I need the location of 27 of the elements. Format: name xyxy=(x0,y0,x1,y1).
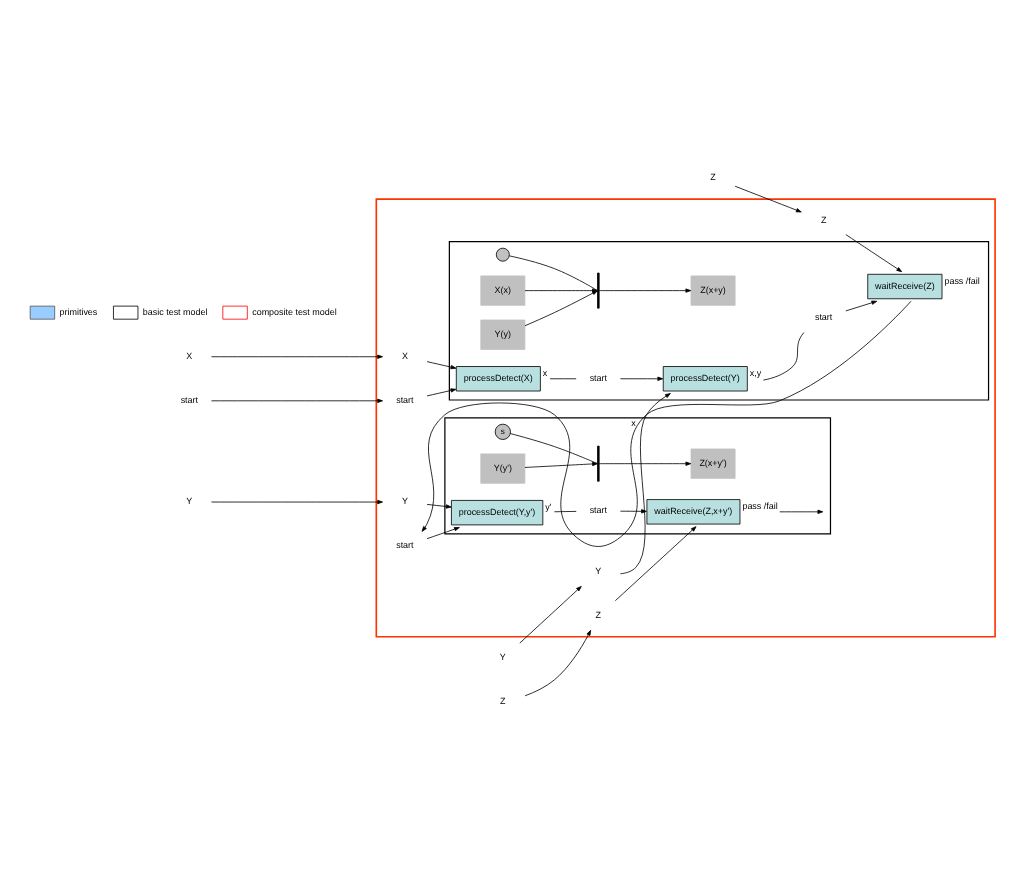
arrow xyxy=(421,300,912,547)
node-circle xyxy=(495,247,510,262)
connector xyxy=(762,332,805,381)
arrow xyxy=(519,586,582,644)
arrow xyxy=(211,499,383,505)
arrow xyxy=(620,509,647,514)
connector xyxy=(509,433,598,465)
arrow xyxy=(211,354,383,359)
arrow xyxy=(734,185,802,213)
arrow xyxy=(845,300,878,312)
arrow xyxy=(426,388,457,397)
arrow xyxy=(620,376,664,381)
arrow xyxy=(524,629,592,697)
arrow xyxy=(524,461,598,468)
connector xyxy=(554,510,577,513)
arrow xyxy=(598,461,692,466)
arrow xyxy=(598,288,692,293)
arrow xyxy=(845,234,903,273)
arrow xyxy=(426,361,457,370)
arrow xyxy=(426,504,452,509)
arrow xyxy=(620,393,671,575)
arrow xyxy=(779,509,824,514)
arrow xyxy=(614,526,697,602)
arrow xyxy=(426,527,460,540)
node-bar xyxy=(597,272,600,309)
arrow xyxy=(211,398,383,403)
node-bar xyxy=(597,445,600,482)
